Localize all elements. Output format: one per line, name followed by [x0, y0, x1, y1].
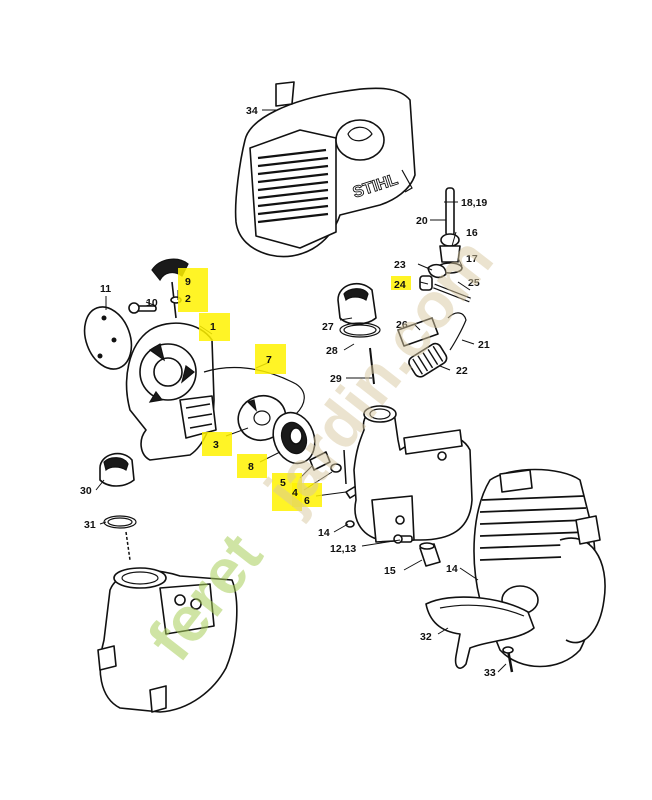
- fuel-pickup-parts: [397, 187, 471, 378]
- callout-29: 29: [330, 373, 342, 385]
- callout-7: 7: [266, 354, 272, 366]
- callout-16: 16: [466, 227, 478, 239]
- callout-4: 4: [292, 487, 298, 499]
- engine-shroud-part: STIHL: [234, 87, 416, 258]
- callout-14-right: 14: [446, 563, 458, 575]
- rope-rotor-part: [272, 411, 316, 465]
- callout-8: 8: [248, 461, 254, 473]
- callout-24: 24: [394, 279, 406, 291]
- callout-31: 31: [84, 519, 96, 531]
- label-pad-part: [275, 81, 295, 107]
- callout-1: 1: [210, 321, 216, 333]
- callout-27: 27: [322, 321, 334, 333]
- callout-12-13: 12,13: [330, 543, 356, 555]
- callout-33: 33: [484, 667, 496, 679]
- starter-rope-part: [203, 366, 305, 415]
- callout-3: 3: [213, 439, 219, 451]
- callout-10: 10: [146, 297, 158, 309]
- callout-15: 15: [384, 565, 396, 577]
- callout-28: 28: [326, 345, 338, 357]
- highlight-boxes: [178, 268, 411, 511]
- bracket-part: [425, 596, 535, 673]
- fan-housing-part: [125, 322, 217, 461]
- callout-18-19: 18,19: [461, 197, 487, 209]
- callout-30: 30: [80, 485, 92, 497]
- cover-plate-part: [83, 302, 157, 370]
- callout-5: 5: [280, 477, 286, 489]
- callout-22: 22: [456, 365, 468, 377]
- crankcase-part: [97, 567, 238, 713]
- pin-part: [343, 449, 347, 485]
- callout-11: 11: [100, 283, 111, 295]
- callout-17: 17: [466, 253, 478, 265]
- callout-2: 2: [185, 293, 191, 305]
- callout-23: 23: [394, 259, 406, 271]
- callout-21: 21: [478, 339, 490, 351]
- fuel-cap-part: [337, 282, 381, 385]
- fastener-parts: [345, 520, 413, 544]
- callout-20: 20: [416, 215, 428, 227]
- callout-labels: 34 18,19 20 16 17 23 25 24 26 27 21 28 2…: [80, 105, 496, 679]
- callout-32: 32: [420, 631, 432, 643]
- fuel-tank-housing-part: [353, 405, 473, 543]
- callout-6: 6: [304, 495, 310, 507]
- callout-9: 9: [185, 276, 191, 288]
- callout-34: 34: [246, 105, 258, 117]
- callout-14-left: 14: [318, 527, 330, 539]
- callout-25: 25: [468, 277, 480, 289]
- oil-cap-part: [99, 452, 137, 561]
- sleeve-part: [419, 542, 441, 567]
- callout-26: 26: [396, 319, 408, 331]
